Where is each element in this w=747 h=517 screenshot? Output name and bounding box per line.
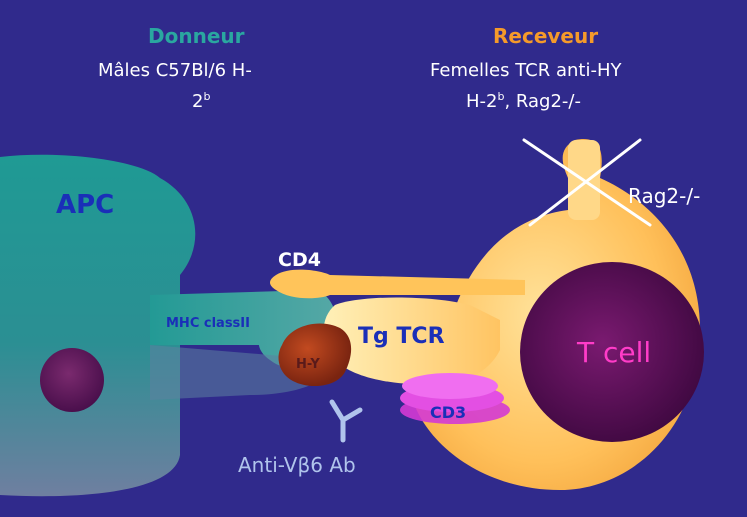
mhc-label: MHC classII [166, 316, 250, 331]
donneur-strain: Mâles C57Bl/6 H- [98, 60, 252, 81]
antibody-label: Anti-Vβ6 Ab [238, 453, 356, 477]
cd3-disc-upper [402, 373, 498, 399]
receveur-haplotype-post: , Rag2-/- [504, 91, 581, 112]
hy-label: H-Y [296, 357, 320, 372]
receveur-title: Receveur [493, 24, 599, 48]
rag-label: Rag2-/- [628, 184, 700, 208]
tcell-label: T cell [576, 336, 651, 369]
apc-nucleus [40, 348, 104, 412]
cd4-label: CD4 [278, 249, 321, 271]
receveur-haplotype: H-2b, Rag2-/- [466, 90, 581, 112]
tg-tcr [323, 297, 500, 385]
receveur-strain: Femelles TCR anti-HY [430, 60, 622, 81]
anti-vb6-antibody-icon [329, 399, 363, 443]
cd4-molecule [270, 269, 525, 299]
donneur-haplotype-main: 2 [192, 91, 204, 112]
donneur-haplotype-sup: b [203, 90, 211, 103]
rag-knockout-cross-icon [522, 138, 652, 227]
tcr-label: Tg TCR [358, 324, 445, 349]
hy-peptide [278, 323, 352, 387]
donneur-haplotype: 2b [192, 90, 210, 112]
apc-cell [0, 154, 196, 497]
apc-label: APC [56, 190, 114, 220]
tcell-nucleus [520, 262, 704, 442]
donneur-title: Donneur [148, 24, 245, 48]
cd3-label: CD3 [430, 403, 466, 422]
receveur-haplotype-pre: H-2 [466, 91, 498, 112]
receveur-haplotype-sup: b [497, 90, 505, 103]
